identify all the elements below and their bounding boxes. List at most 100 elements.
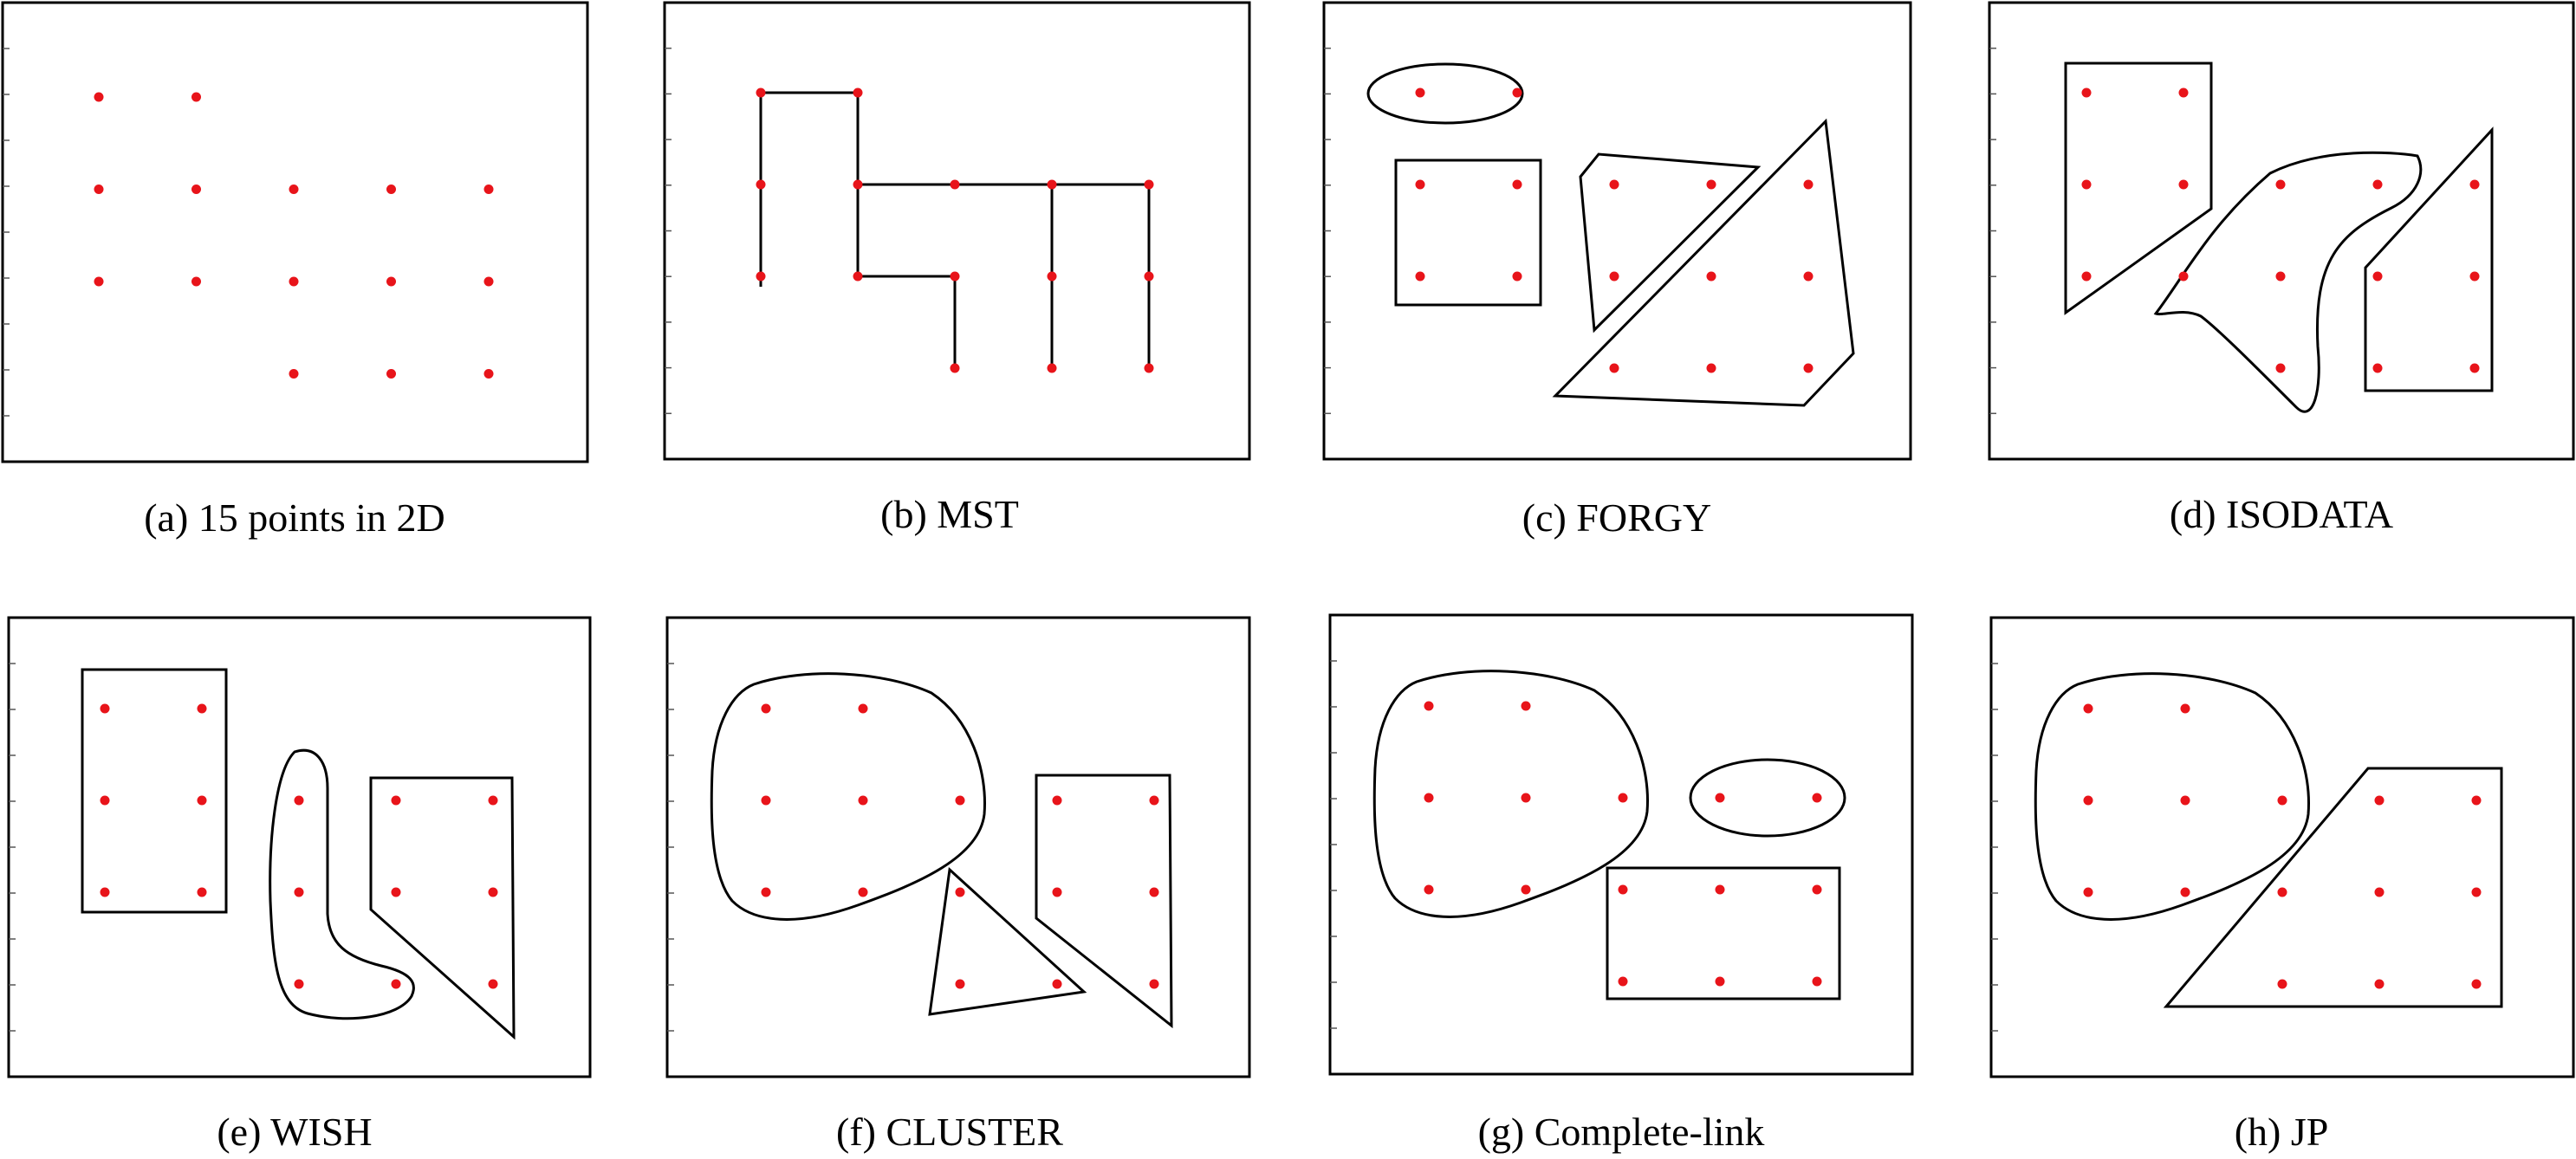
- data-point: [2374, 979, 2385, 989]
- data-point: [94, 185, 104, 194]
- data-point: [2180, 703, 2190, 714]
- cluster-outlines: [2064, 62, 2494, 413]
- data-point: [488, 887, 498, 897]
- panel-e: (e) WISH: [7, 616, 592, 1154]
- cluster-outline: [1366, 62, 1524, 125]
- data-point: [858, 703, 868, 714]
- cluster-outlines: [1366, 62, 1855, 407]
- data-point: [1609, 271, 1619, 282]
- data-point: [1521, 701, 1531, 711]
- y-ticks: [9, 663, 16, 1032]
- data-point: [858, 887, 868, 897]
- data-point: [950, 179, 960, 190]
- data-point: [756, 271, 766, 282]
- panel-caption: (g) Complete-link: [1478, 1110, 1765, 1154]
- cluster-outline: [1394, 159, 1542, 307]
- data-point: [1812, 884, 1822, 895]
- data-point: [1803, 271, 1814, 282]
- data-point: [100, 887, 110, 897]
- data-point: [2178, 179, 2189, 190]
- panel-frame: [7, 616, 592, 1078]
- data-point: [391, 887, 401, 897]
- data-point: [1415, 271, 1425, 282]
- data-point: [2083, 795, 2093, 806]
- data-point: [1047, 271, 1057, 282]
- data-point: [100, 795, 110, 806]
- data-point: [1415, 87, 1425, 98]
- data-point: [2178, 87, 2189, 98]
- data-point: [483, 369, 494, 379]
- data-point: [1144, 179, 1154, 190]
- panel-frame: [1, 1, 589, 463]
- data-point: [2277, 979, 2287, 989]
- data-point: [2374, 795, 2385, 806]
- data-point: [2275, 271, 2286, 282]
- data-point: [2275, 363, 2286, 373]
- data-point: [2180, 795, 2190, 806]
- data-point: [2374, 887, 2385, 897]
- data-point: [294, 979, 304, 989]
- data-point: [100, 703, 110, 714]
- data-point: [2178, 271, 2189, 282]
- data-point: [950, 363, 960, 373]
- data-point: [1803, 363, 1814, 373]
- y-ticks: [667, 663, 674, 1032]
- panel-caption: (f) CLUSTER: [836, 1110, 1063, 1154]
- y-ticks: [3, 48, 10, 417]
- data-point: [386, 185, 396, 194]
- data-point: [2277, 795, 2287, 806]
- data-points: [756, 87, 1154, 373]
- data-point: [191, 276, 201, 287]
- data-point: [1521, 793, 1531, 803]
- data-points: [100, 703, 498, 989]
- panel-caption: (h) JP: [2235, 1110, 2329, 1154]
- data-point: [1424, 793, 1434, 803]
- data-point: [2275, 179, 2286, 190]
- data-point: [761, 703, 771, 714]
- panel-frame: [665, 616, 1251, 1078]
- data-point: [761, 795, 771, 806]
- data-point: [756, 179, 766, 190]
- data-point: [1609, 363, 1619, 373]
- data-point: [1706, 363, 1716, 373]
- cluster-outlines: [2034, 672, 2503, 1008]
- data-points: [1424, 701, 1822, 987]
- cluster-outline: [2034, 672, 2310, 921]
- data-point: [1144, 271, 1154, 282]
- mst-edge-path: [759, 91, 957, 368]
- data-points: [761, 703, 1159, 989]
- panel-caption: (b) MST: [880, 492, 1019, 536]
- data-point: [1512, 179, 1522, 190]
- data-point: [955, 887, 965, 897]
- data-point: [1706, 179, 1716, 190]
- data-point: [289, 185, 299, 194]
- y-ticks: [1991, 663, 1998, 1032]
- data-points: [2083, 703, 2482, 989]
- data-point: [1047, 179, 1057, 190]
- panel-frame: [663, 1, 1251, 461]
- data-point: [2471, 795, 2482, 806]
- data-point: [1715, 976, 1725, 987]
- data-point: [1803, 179, 1814, 190]
- panel-frame: [1328, 613, 1914, 1076]
- data-point: [2372, 271, 2383, 282]
- panel-caption: (e) WISH: [217, 1110, 372, 1154]
- data-point: [756, 87, 766, 98]
- data-point: [391, 795, 401, 806]
- data-points: [94, 92, 494, 379]
- data-point: [2469, 363, 2480, 373]
- data-point: [2081, 179, 2092, 190]
- data-point: [483, 276, 494, 287]
- panel-frame: [1322, 1, 1912, 461]
- data-point: [197, 887, 207, 897]
- cluster-outline: [81, 668, 228, 914]
- data-point: [386, 276, 396, 287]
- data-point: [1512, 87, 1522, 98]
- data-point: [1812, 976, 1822, 987]
- data-point: [1715, 793, 1725, 803]
- panel-h: (h) JP: [1989, 616, 2575, 1154]
- data-point: [1618, 884, 1628, 895]
- data-point: [1706, 271, 1716, 282]
